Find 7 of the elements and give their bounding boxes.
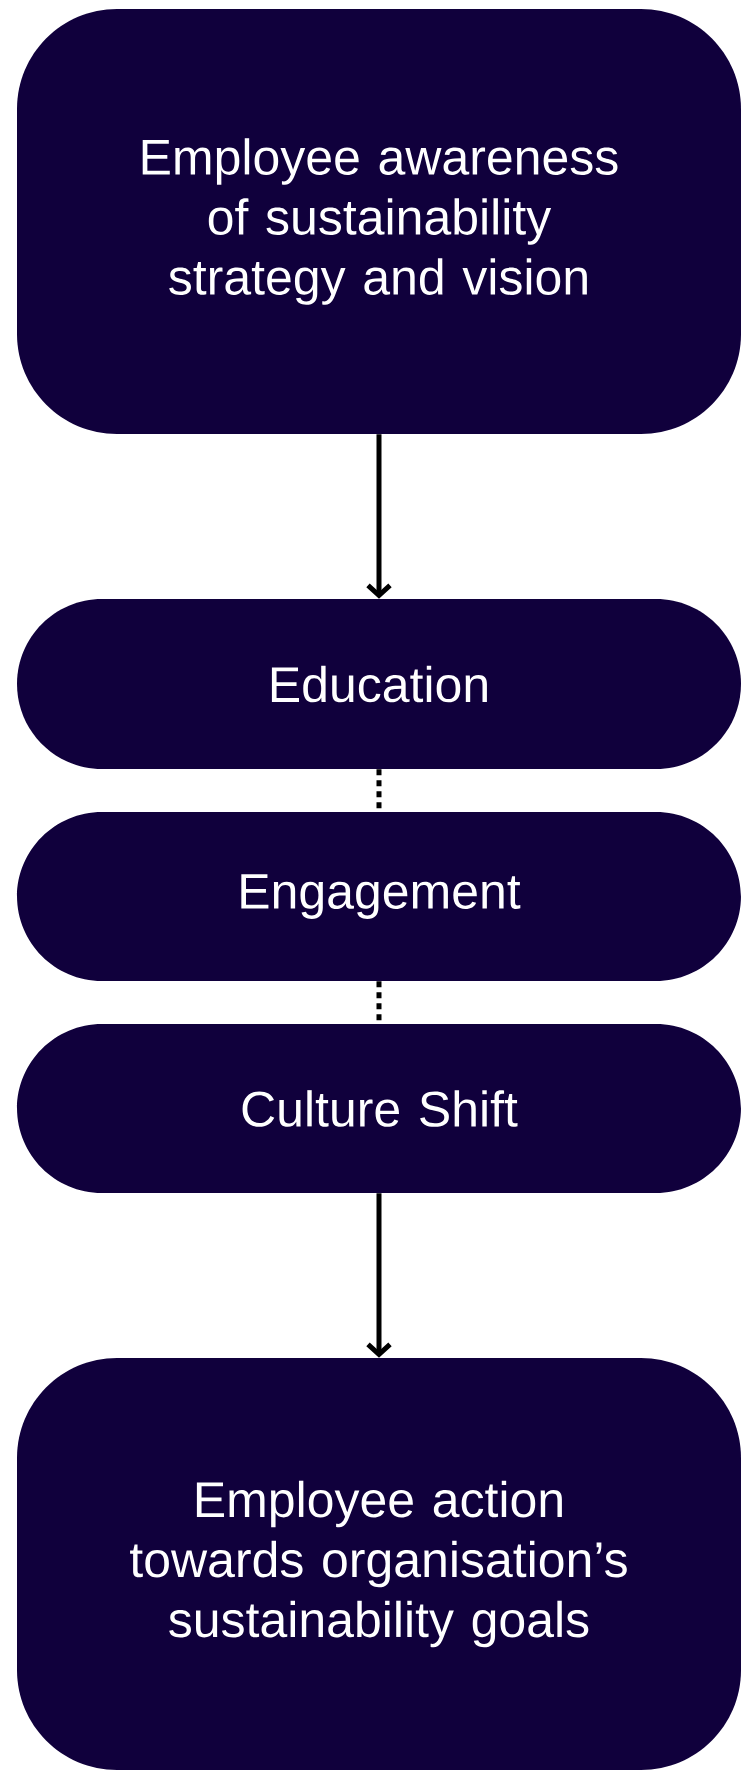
process-box: Education — [17, 599, 741, 769]
process-box: Engagement — [17, 812, 741, 981]
process-box: Employee action towards organisation’s sustainability goals — [17, 1358, 741, 1770]
arrow — [366, 434, 392, 599]
process-box: Culture Shift — [17, 1024, 741, 1193]
process-box: Employee awareness of sustainability strategy and vision — [17, 9, 741, 434]
arrow — [366, 1193, 392, 1358]
